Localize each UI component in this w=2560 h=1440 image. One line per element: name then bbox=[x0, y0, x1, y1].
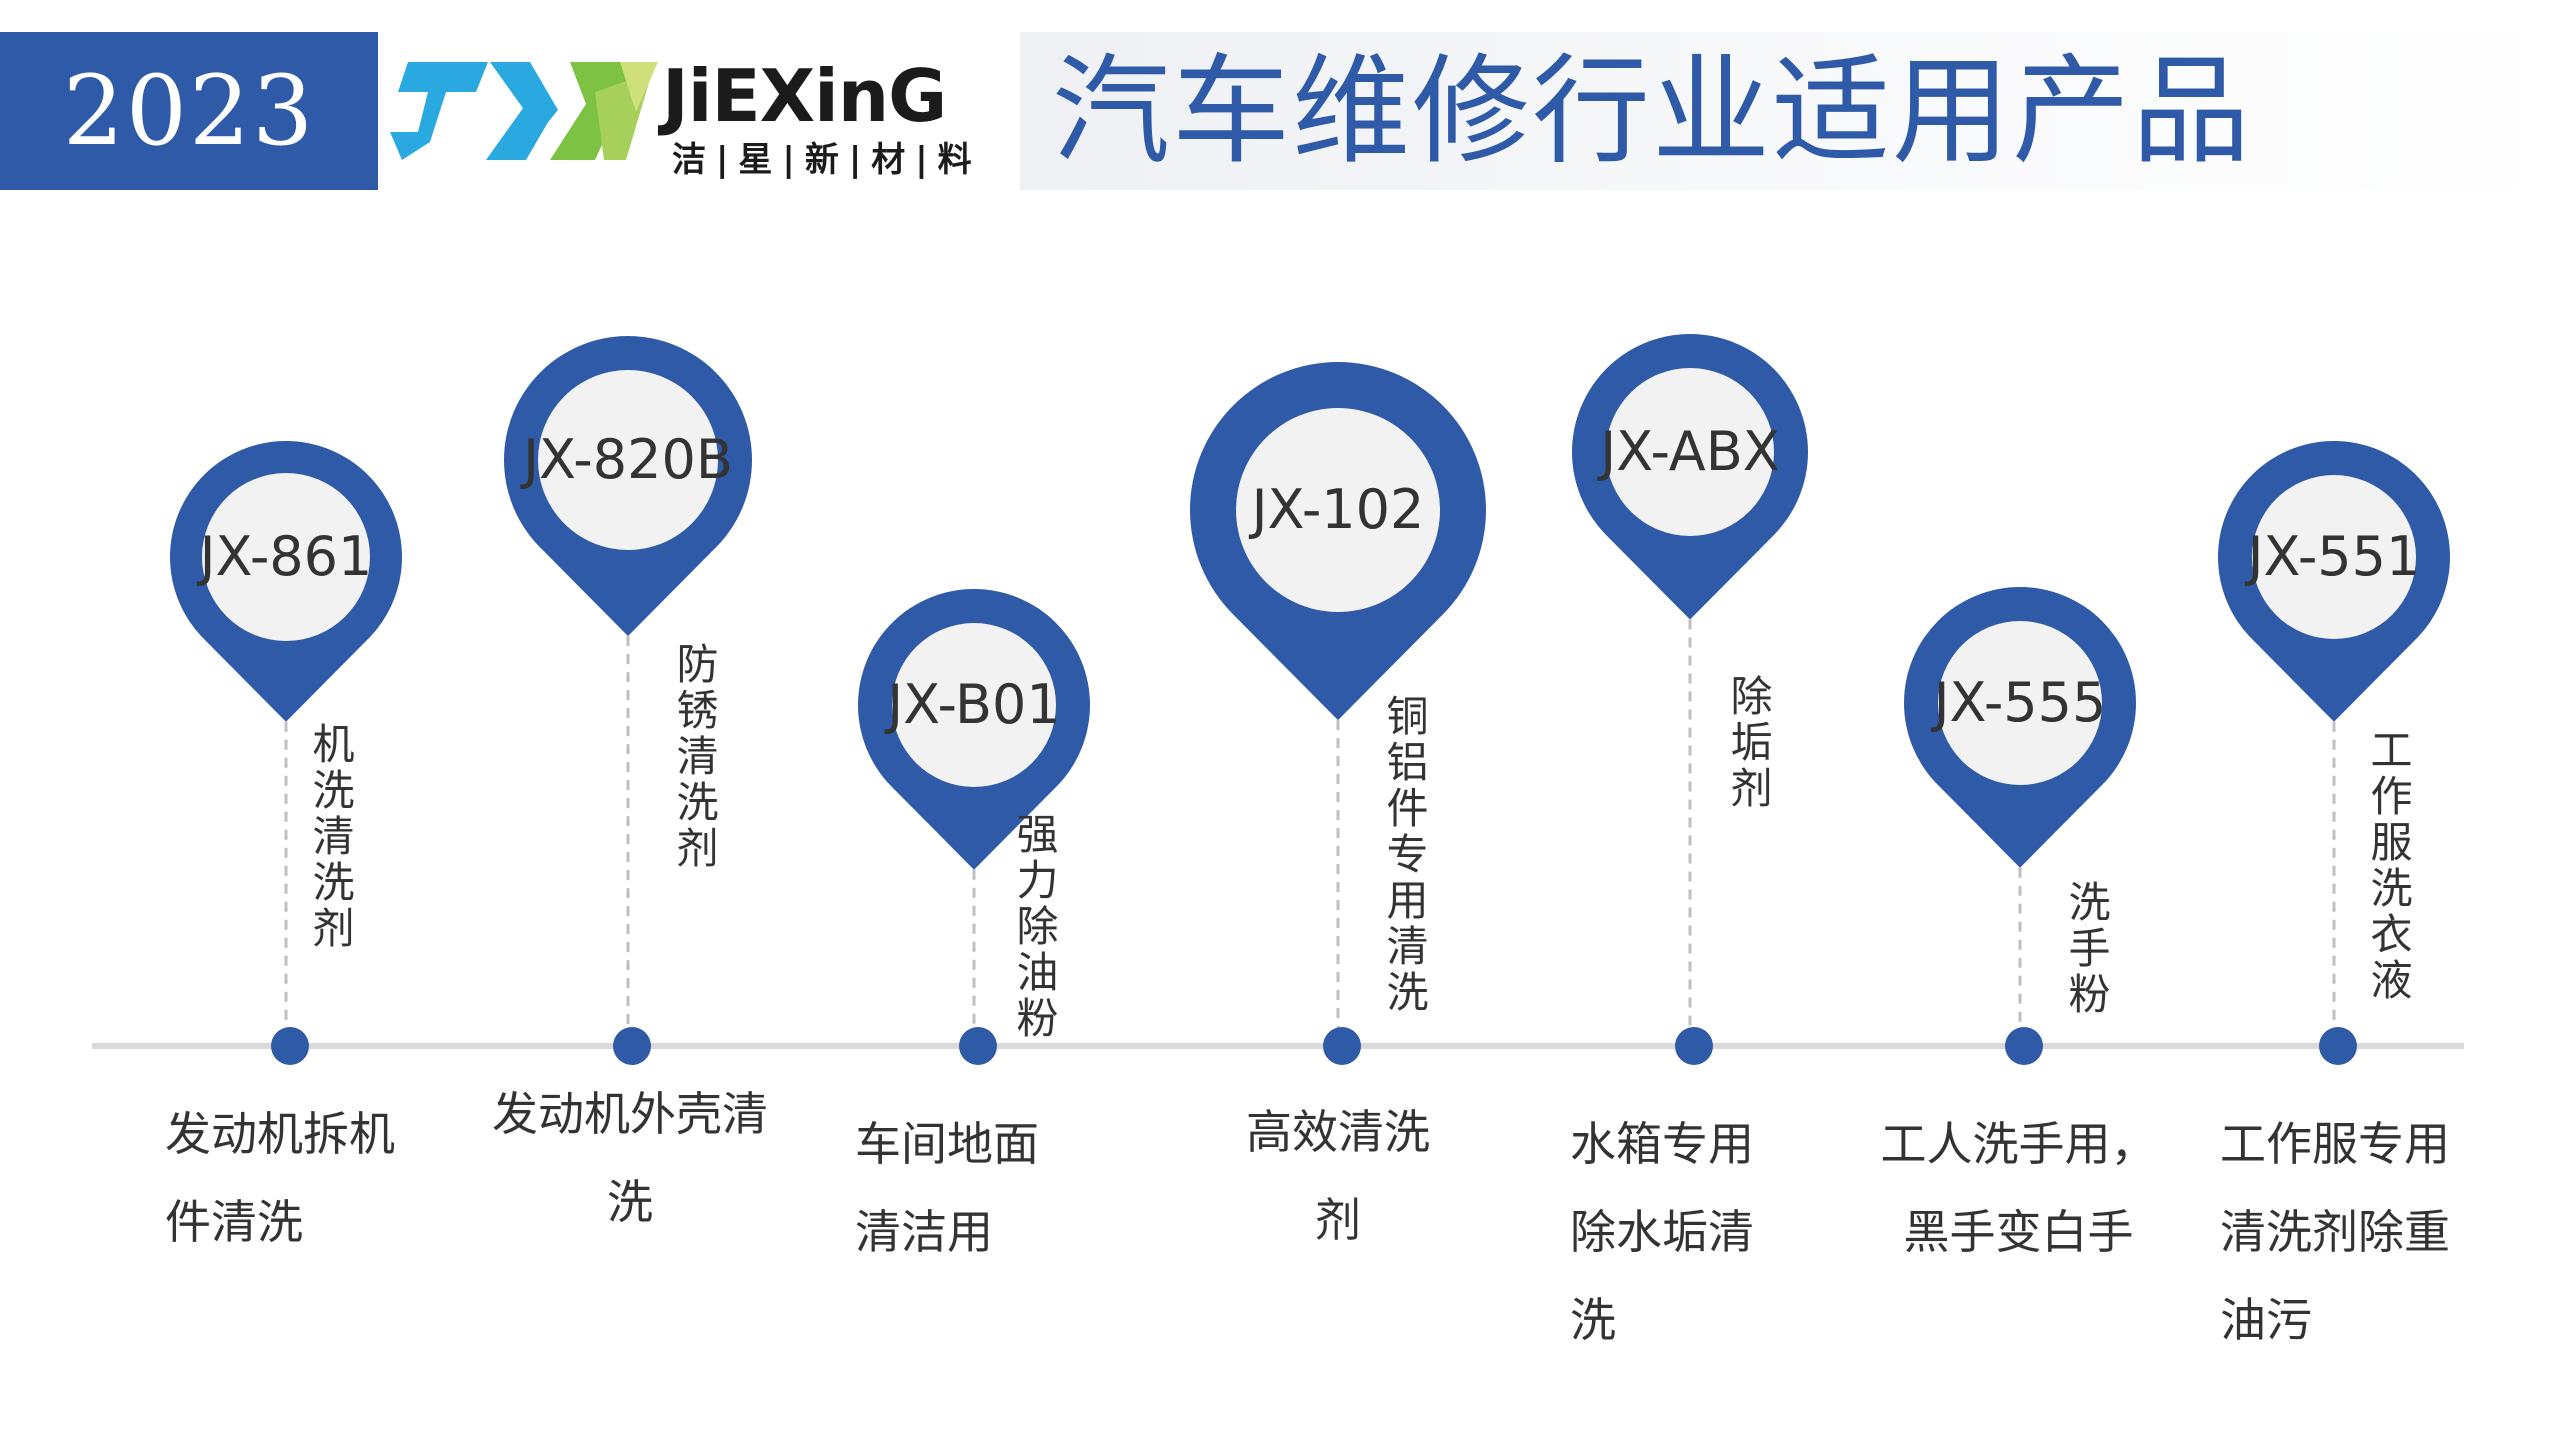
page-title: 汽车维修行业适用产品 bbox=[1052, 42, 2253, 180]
company-logo: JiEXinG 洁|星|新|材|料 bbox=[390, 32, 1020, 190]
timeline-dot bbox=[271, 1027, 309, 1065]
timeline-dot bbox=[1675, 1027, 1713, 1065]
product-code: JX-B01 bbox=[884, 673, 1061, 736]
product-type-label: 强力除油粉 bbox=[1010, 812, 1059, 1042]
timeline-dot bbox=[613, 1027, 651, 1065]
application-label-line: 高效清洗 bbox=[1246, 1105, 1430, 1159]
timeline-dot bbox=[1323, 1027, 1361, 1065]
application-label: 水箱专用除水垢清洗 bbox=[1570, 1100, 1754, 1364]
application-label-line: 水箱专用 bbox=[1570, 1117, 1754, 1171]
application-label-line: 剂 bbox=[1315, 1193, 1361, 1247]
product-type-label: 防锈清洗剂 bbox=[670, 642, 719, 872]
application-label-line: 工人洗手用， bbox=[1880, 1117, 2157, 1171]
logo-mark-icon bbox=[390, 62, 658, 160]
product-code: JX-820B bbox=[520, 428, 733, 491]
year-label: 2023 bbox=[62, 55, 316, 167]
product-code: JX-102 bbox=[1249, 478, 1425, 541]
application-label: 发动机外壳清洗 bbox=[475, 1070, 785, 1246]
pin-inner-circle bbox=[1938, 621, 2102, 785]
application-label-line: 黑手变白手 bbox=[1903, 1205, 2134, 1259]
product-type-label: 机洗清洗剂 bbox=[306, 722, 355, 952]
pin-inner-circle bbox=[1606, 368, 1774, 536]
application-label-line: 发动机外壳清 bbox=[492, 1087, 768, 1141]
product-type-label: 洗手粉 bbox=[2062, 880, 2111, 1018]
product-type-label: 工作服洗衣液 bbox=[2364, 728, 2413, 1004]
application-label-line: 除水垢清 bbox=[1570, 1205, 1754, 1259]
application-label-line: 发动机拆机 bbox=[165, 1107, 395, 1161]
logo-wordmark: JiEXinG bbox=[662, 54, 947, 138]
product-type-label: 铜铝件专用清洗 bbox=[1380, 694, 1429, 1016]
application-label: 高效清洗剂 bbox=[1218, 1088, 1458, 1264]
application-label-line: 洗 bbox=[1570, 1293, 1616, 1347]
pin-inner-circle bbox=[1236, 408, 1440, 612]
application-label-line: 洗 bbox=[607, 1175, 653, 1229]
product-code: JX-861 bbox=[197, 525, 373, 588]
product-code: JX-ABX bbox=[1597, 420, 1780, 483]
application-label-line: 清洁用 bbox=[855, 1205, 993, 1259]
logo-subtitle: 洁|星|新|材|料 bbox=[672, 140, 982, 180]
pin-inner-circle bbox=[892, 623, 1056, 787]
product-code: JX-555 bbox=[1931, 671, 2107, 734]
application-label: 工人洗手用， 黑手变白手 bbox=[1876, 1100, 2161, 1276]
application-label-line: 件清洗 bbox=[165, 1195, 303, 1249]
product-type-label: 除垢剂 bbox=[1724, 674, 1773, 812]
pin-inner-circle bbox=[2252, 475, 2416, 639]
application-label-line: 车间地面 bbox=[855, 1117, 1039, 1171]
application-label: 工作服专用清洗剂除重油污 bbox=[2220, 1100, 2450, 1364]
timeline-dot bbox=[2005, 1027, 2043, 1065]
pin-inner-circle bbox=[202, 473, 370, 641]
application-label-line: 油污 bbox=[2220, 1293, 2312, 1347]
timeline-dot bbox=[959, 1027, 997, 1065]
application-label-line: 清洗剂除重 bbox=[2220, 1205, 2450, 1259]
product-code: JX-551 bbox=[2245, 525, 2421, 588]
application-label: 发动机拆机件清洗 bbox=[165, 1090, 395, 1266]
timeline-dot bbox=[2319, 1027, 2357, 1065]
application-label-line: 工作服专用 bbox=[2220, 1117, 2450, 1171]
title-band bbox=[1020, 32, 2560, 190]
application-label: 车间地面清洁用 bbox=[855, 1100, 1039, 1276]
year-banner bbox=[0, 32, 378, 190]
pin-inner-circle bbox=[538, 370, 718, 550]
